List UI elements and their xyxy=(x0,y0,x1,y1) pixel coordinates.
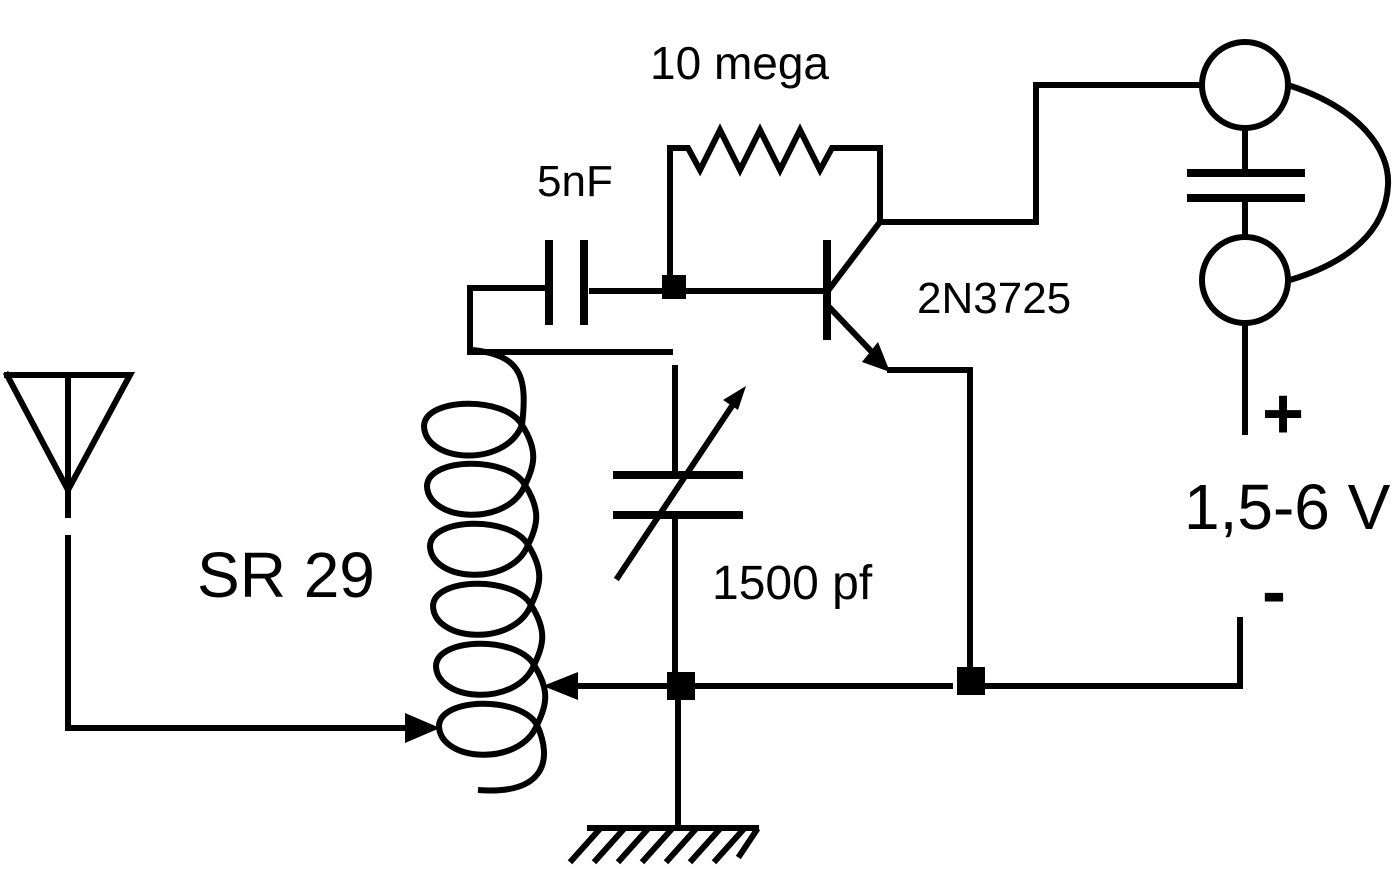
coil-icon xyxy=(420,347,549,794)
earphone-icon xyxy=(1187,39,1392,435)
coupling-capacitor-label: 5nF xyxy=(537,157,613,206)
emitter-wire xyxy=(887,367,973,678)
coil-label: SR 29 xyxy=(197,539,375,611)
junction-dot xyxy=(667,672,695,700)
coupling-capacitor-icon xyxy=(545,240,588,325)
variable-capacitor-label: 1500 pf xyxy=(712,557,873,610)
battery-minus-label: - xyxy=(1262,552,1286,632)
collector-wire xyxy=(877,82,1201,225)
ground-icon xyxy=(567,697,761,865)
resistor-icon xyxy=(667,123,883,294)
coil-top-wire xyxy=(467,285,545,353)
variable-capacitor-icon xyxy=(613,365,746,679)
junction-dot xyxy=(662,275,686,299)
coil-tap-arrow-icon xyxy=(543,672,578,700)
resistor-label: 10 mega xyxy=(650,37,830,89)
antenna-icon xyxy=(2,370,440,743)
transistor-label: 2N3725 xyxy=(917,274,1072,323)
battery-plus-label: + xyxy=(1262,374,1305,454)
junction-dot xyxy=(957,667,985,695)
battery-minus-wire xyxy=(982,617,1243,689)
battery-voltage-label: 1,5-6 V xyxy=(1184,471,1391,543)
transistor-icon xyxy=(823,217,890,372)
